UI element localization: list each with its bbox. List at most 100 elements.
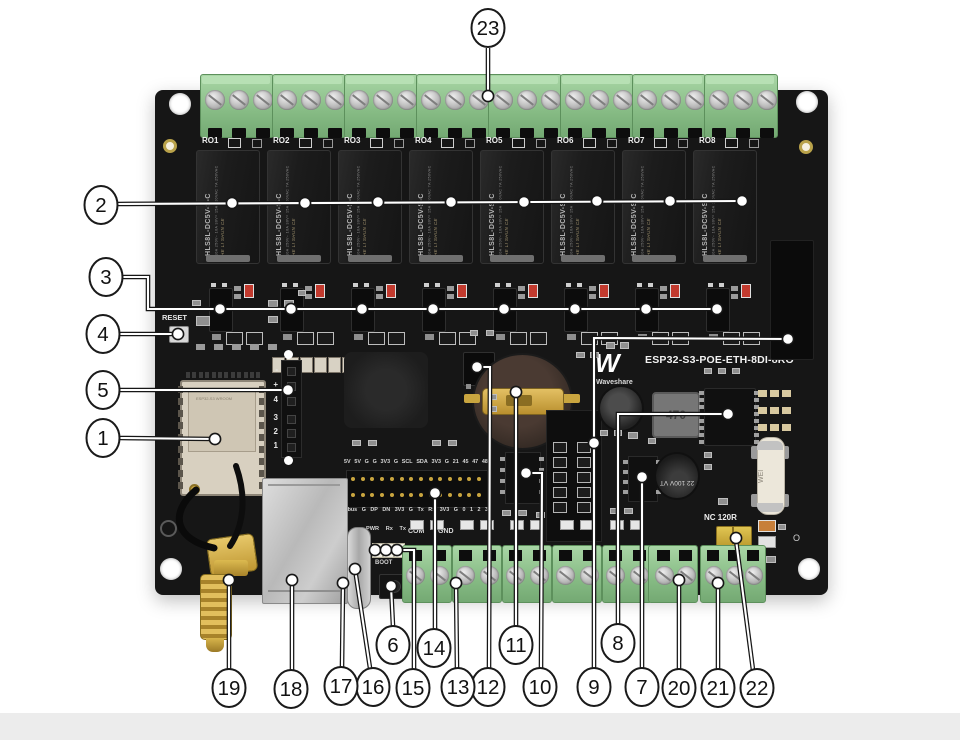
- terminal-screw: [517, 90, 537, 110]
- terminal-screw: [733, 90, 753, 110]
- smd-component: [314, 357, 327, 373]
- callout-dot: [663, 194, 677, 208]
- esp32-module-text: ESP32-S3 WROOM: [196, 396, 233, 401]
- terminal-wire-slot: [568, 128, 582, 138]
- relay-base-bar: [703, 255, 747, 262]
- castellation-pad: [259, 398, 264, 405]
- callout-dot: [368, 543, 382, 557]
- smd-pad: [648, 283, 653, 287]
- relay-label-pad-icon: [370, 138, 383, 148]
- terminal-screw: [589, 90, 609, 110]
- callout-number: 11: [505, 634, 526, 657]
- com-label: COM: [408, 528, 425, 535]
- callout-dot: [639, 302, 653, 316]
- smd-component: [560, 520, 574, 530]
- callout-number: 15: [402, 677, 425, 700]
- callout-number: 19: [218, 677, 241, 700]
- callout-dot: [497, 302, 511, 316]
- terminal-wire-slot: [280, 128, 294, 138]
- relay-base-bar: [490, 255, 534, 262]
- gpio-pin: [457, 493, 462, 497]
- callout-dot: [284, 302, 298, 316]
- module-pad: [186, 372, 190, 378]
- gpio-pin: [409, 493, 414, 497]
- smd-resistor: [502, 510, 511, 516]
- terminal-wire-slot: [400, 128, 414, 138]
- callout-line: [616, 412, 728, 624]
- callout-line-outline: [123, 274, 717, 312]
- smd-resistor: [782, 390, 791, 397]
- terminal-screw: [637, 90, 657, 110]
- relay-label: RO5: [486, 136, 503, 145]
- gpio-pin-label: DN: [382, 507, 391, 513]
- gpio-pin: [380, 477, 385, 481]
- pcb-thermal-pattern: [344, 352, 428, 428]
- gpio-pin: [467, 493, 472, 497]
- terminal-screw: [685, 90, 705, 110]
- callout-circle: [273, 669, 309, 709]
- callout-dot: [587, 436, 601, 450]
- relay: [480, 150, 544, 264]
- callout-number: 1: [97, 427, 108, 450]
- via-hole: [284, 350, 293, 359]
- via-hole: [284, 456, 293, 465]
- smd-component: [388, 332, 405, 345]
- smd-pad: [708, 283, 713, 287]
- terminal-top-strip: [274, 76, 342, 84]
- relay-label-pad-icon: [725, 138, 738, 148]
- resistor-network: [553, 502, 567, 513]
- terminal-screw: [565, 90, 585, 110]
- terminal-wire-slot: [208, 128, 222, 138]
- callout-circle: [700, 668, 736, 708]
- smd-component: [460, 520, 474, 530]
- callout-dot: [635, 470, 649, 484]
- smd-resistor: [376, 294, 383, 299]
- terminal-wire-slot: [728, 550, 740, 561]
- gpio-pin: [409, 477, 414, 481]
- smd-resistor: [432, 440, 441, 446]
- smd-pad: [293, 283, 298, 287]
- module-pad: [218, 372, 222, 378]
- callout-line: [117, 199, 743, 206]
- gpio-pin: [399, 493, 404, 497]
- callout-number: 12: [477, 676, 500, 699]
- callout-dot: [426, 302, 440, 316]
- callout-line: [119, 436, 216, 441]
- battery-clip-slot: [506, 395, 532, 406]
- chip-pin: [754, 440, 759, 444]
- relay-label: RO1: [202, 136, 219, 145]
- terminal-wire-slot: [352, 128, 366, 138]
- smd-resistor: [782, 407, 791, 414]
- terminal-wire-slot: [232, 128, 246, 138]
- side-header-pin: [287, 415, 296, 424]
- terminal-screw: [493, 90, 513, 110]
- smd-resistor: [704, 464, 712, 470]
- relay-base-bar: [632, 255, 676, 262]
- smd-resistor: [589, 286, 596, 291]
- smd-component: [328, 357, 341, 373]
- relay-label: RO8: [699, 136, 716, 145]
- gpio-pin: [360, 493, 365, 497]
- relay: [622, 150, 686, 264]
- gpio-pin-label: G: [364, 459, 369, 465]
- ethernet-port: [262, 478, 348, 604]
- gpio-pin: [389, 477, 394, 481]
- relay-label-pad-icon: [465, 139, 475, 148]
- terminal-screw: [349, 90, 369, 110]
- gpio-pin-label: 5V: [354, 459, 361, 465]
- terminal-screw: [229, 90, 249, 110]
- smd-resistor: [354, 334, 363, 340]
- terminal-wire-slot: [736, 128, 750, 138]
- relay-label: RO6: [557, 136, 574, 145]
- antenna-cable: [227, 463, 246, 549]
- smd-resistor: [606, 342, 615, 349]
- terminal-screw: [277, 90, 297, 110]
- terminal-wire-slot: [544, 128, 558, 138]
- smd-pad: [353, 283, 358, 287]
- led-label: Rx: [385, 526, 393, 532]
- terminal-screw: [421, 90, 441, 110]
- indicator-led: [457, 284, 467, 298]
- chip-pin: [500, 490, 505, 494]
